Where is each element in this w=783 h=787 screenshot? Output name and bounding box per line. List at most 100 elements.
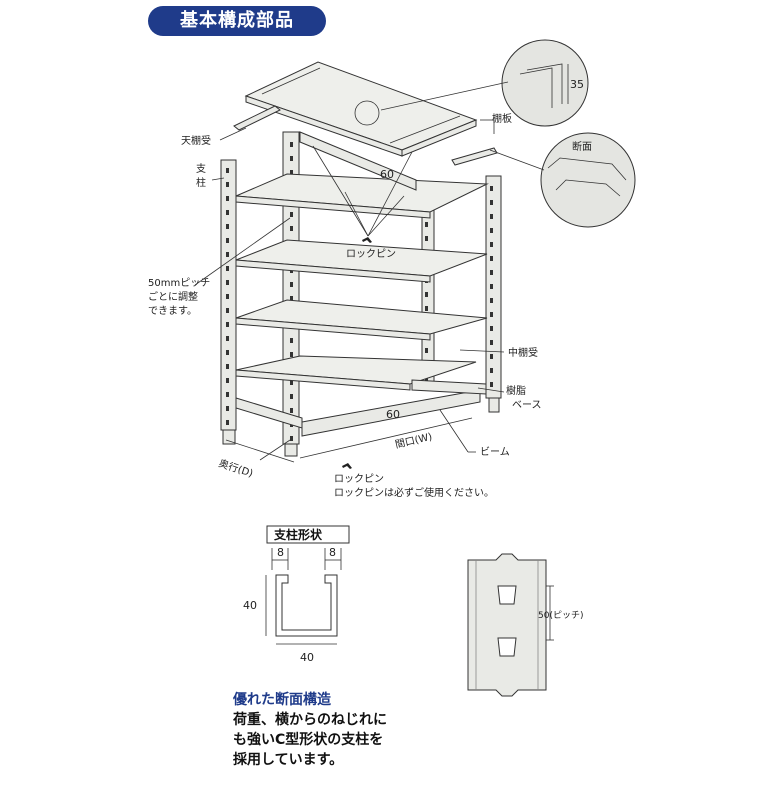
lock-pin-icon-upper <box>362 237 372 243</box>
post-slot-hole <box>226 322 229 327</box>
post-slot-hole <box>226 392 229 397</box>
post-slot-hole <box>290 408 293 413</box>
post-slot-hole <box>490 312 493 317</box>
post-slot-hole <box>226 210 229 215</box>
label-pitch-line-3: できます。 <box>148 305 197 317</box>
post-slot-hole <box>490 298 493 303</box>
post-slot-hole <box>290 226 293 231</box>
post-slot-hole <box>490 340 493 345</box>
label-lock-pin-upper: ロックピン <box>346 248 396 260</box>
caption-line-3: 採用しています。 <box>233 752 344 768</box>
upright-post-rear-left <box>220 159 237 445</box>
label-beam: ビーム <box>480 446 510 458</box>
post-dim-width-40: 40 <box>300 651 314 664</box>
post-slot-hole <box>290 282 293 287</box>
post-slot-hole <box>226 280 229 285</box>
bottom-beam-front <box>301 389 481 437</box>
label-top-shelf-support: 天棚受 <box>181 134 211 147</box>
post-slot-hole <box>290 394 293 399</box>
post-shape-title-box <box>266 525 350 544</box>
post-dim-left-8: 8 <box>277 546 284 559</box>
post-slot-hole <box>226 196 229 201</box>
post-slot-hole <box>425 306 428 311</box>
post-slot-hole <box>226 378 229 383</box>
middle-shelf-support <box>411 379 487 395</box>
post-slot-hole <box>490 382 493 387</box>
shelf-level-1 <box>235 173 489 219</box>
top-beam <box>299 131 417 191</box>
post-dim-height-40: 40 <box>243 599 257 612</box>
post-slot-hole <box>290 352 293 357</box>
post-slot-hole <box>290 212 293 217</box>
post-slot-hole <box>490 228 493 233</box>
lock-pin-icon-lower <box>342 463 352 469</box>
post-slot-hole <box>490 284 493 289</box>
label-dimension-60-bottom: 60 <box>386 408 400 421</box>
depth-dimension-line <box>225 439 295 463</box>
post-slot-hole <box>290 436 293 441</box>
post-pitch-detail <box>467 553 547 697</box>
post-slot-hole <box>490 256 493 261</box>
post-slot-hole <box>490 326 493 331</box>
label-depth: 奥行(D) <box>217 456 255 479</box>
post-slot-hole <box>490 214 493 219</box>
pitch-label: 50(ピッチ) <box>538 610 583 621</box>
label-width: 間口(W) <box>394 431 434 451</box>
post-slot-hole <box>226 182 229 187</box>
label-lock-pin-note: ロックピンは必ずご使用ください。 <box>334 486 494 499</box>
top-shelf-support-rail <box>233 105 281 131</box>
post-slot-hole <box>226 350 229 355</box>
post-slot-hole <box>490 270 493 275</box>
caption-line-2: も強いC型形状の支柱を <box>233 732 384 748</box>
detail-dimension-35: 35 <box>570 78 584 91</box>
post-slot-hole <box>226 266 229 271</box>
post-cross-section <box>275 574 338 637</box>
post-slot-hole <box>226 168 229 173</box>
label-post-1: 支 <box>196 163 206 175</box>
post-slot-hole <box>425 236 428 241</box>
post-slot-hole <box>226 336 229 341</box>
post-slot-hole <box>226 420 229 425</box>
post-slot-hole <box>490 242 493 247</box>
post-slot-hole <box>290 338 293 343</box>
shelf-level-2 <box>235 239 488 283</box>
post-shape-title: 支柱形状 <box>273 527 323 542</box>
post-slot-hole <box>490 368 493 373</box>
label-shelf-board: 棚板 <box>492 112 512 125</box>
post-slot-hole <box>226 252 229 257</box>
section-label: 断面 <box>572 140 592 153</box>
shelf-level-3 <box>235 299 488 341</box>
post-slot-hole <box>490 354 493 359</box>
width-dimension-line <box>299 417 473 459</box>
post-slot-hole <box>425 292 428 297</box>
label-pitch-line-1: 50mmピッチ <box>148 277 210 289</box>
section-detail <box>540 132 636 228</box>
label-lock-pin-lower: ロックピン <box>334 473 384 485</box>
post-slot-hole <box>226 406 229 411</box>
label-resin-2: ベース <box>512 399 542 411</box>
post-slot-hole <box>290 170 293 175</box>
label-pitch-line-2: ごとに調整 <box>148 290 198 303</box>
label-dimension-60-top: 60 <box>380 168 394 181</box>
top-rail-bracket-right <box>451 147 498 166</box>
page-title: 基本構成部品 <box>180 10 294 31</box>
post-slot-hole <box>290 156 293 161</box>
post-slot-hole <box>290 380 293 385</box>
title-pill <box>148 6 326 36</box>
upright-post-front-right <box>485 175 502 413</box>
label-middle-shelf-support: 中棚受 <box>508 346 538 359</box>
post-slot-hole <box>226 308 229 313</box>
caption-line-1: 荷重、横からのねじれに <box>233 712 387 728</box>
caption: 優れた断面構造 荷重、横からのねじれに も強いC型形状の支柱を 採用しています。 <box>233 690 493 770</box>
detail-callout-circle <box>354 100 380 126</box>
post-slot-hole <box>490 200 493 205</box>
post-slot-hole <box>226 238 229 243</box>
caption-heading: 優れた断面構造 <box>233 692 331 708</box>
post-slot-hole <box>290 296 293 301</box>
bottom-beam-side <box>235 397 303 429</box>
post-slot-hole <box>490 186 493 191</box>
post-slot-hole <box>425 222 428 227</box>
shelf-level-4 <box>235 355 477 391</box>
